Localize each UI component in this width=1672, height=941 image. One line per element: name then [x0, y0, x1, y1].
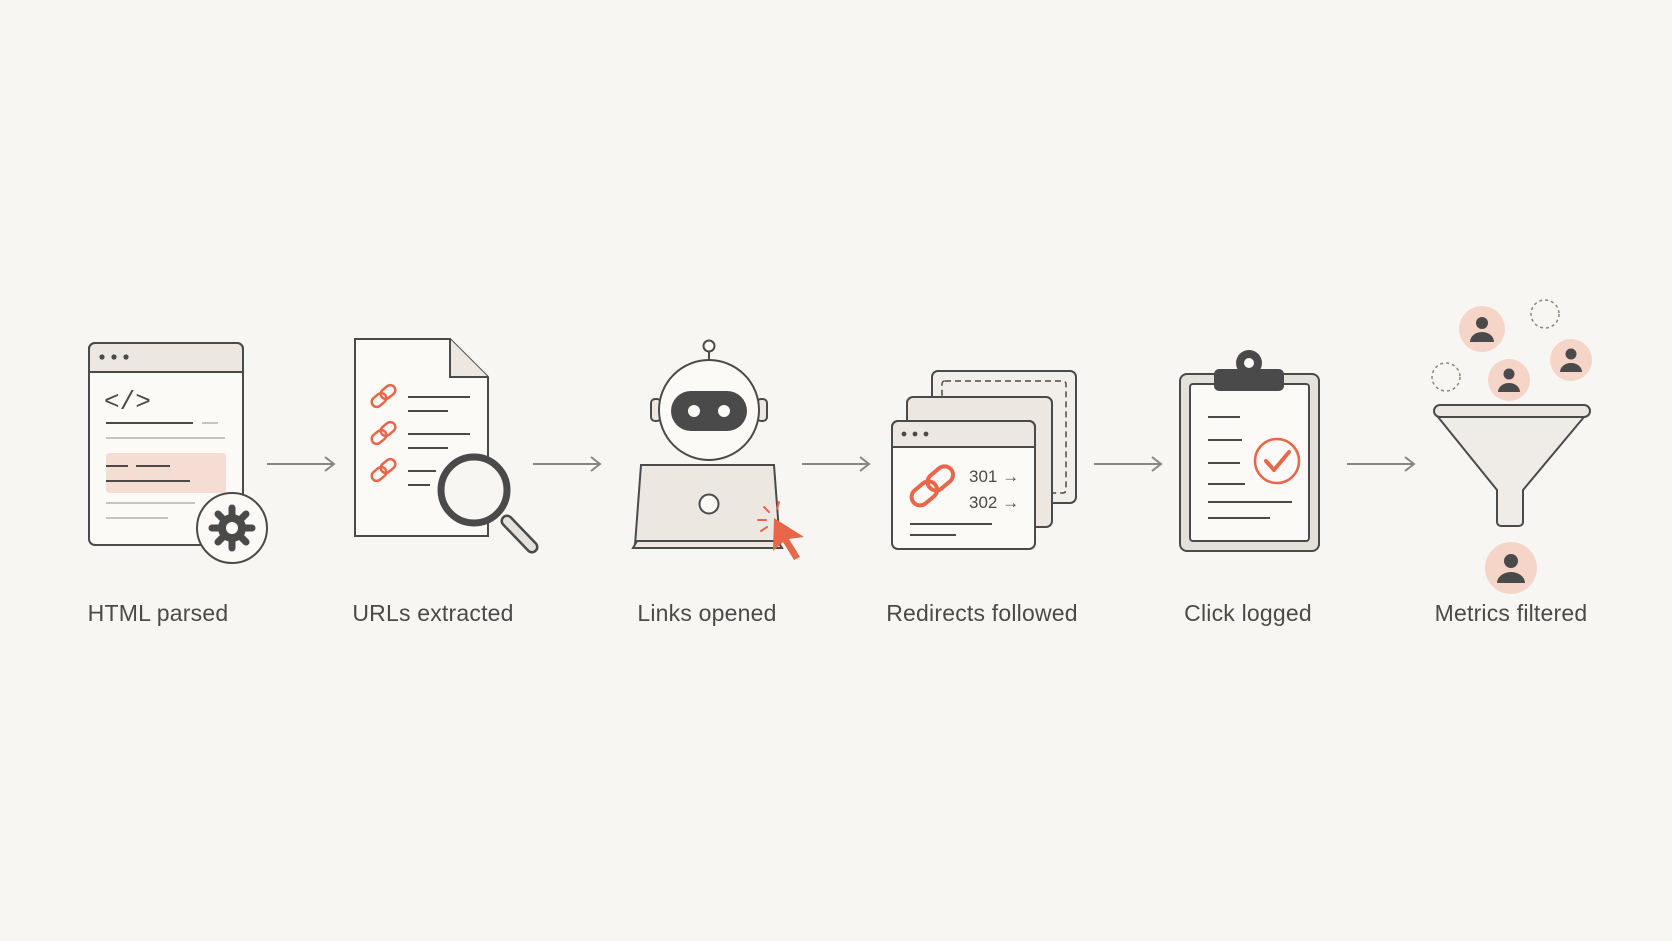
filtered-out-user	[1431, 362, 1461, 392]
step-label-redirects-followed: Redirects followed	[886, 600, 1078, 626]
flow-arrow	[533, 456, 602, 472]
robot-laptop-click-icon	[631, 339, 804, 560]
filtered-out-user	[1530, 299, 1560, 329]
flow-arrow	[1094, 456, 1163, 472]
flow-arrow	[802, 456, 871, 472]
step-label-urls-extracted: URLs extracted	[352, 600, 514, 626]
step-label-html-parsed: HTML parsed	[87, 600, 229, 626]
funnel-icon	[1433, 404, 1591, 527]
stacked-windows-redirect-icon: 301 → 302 →	[891, 370, 1077, 550]
magnifier-icon	[437, 453, 539, 554]
redirect-code-301: 301 →	[969, 467, 1019, 486]
step-label-metrics-filtered: Metrics filtered	[1434, 600, 1588, 626]
check-icon	[1253, 437, 1301, 485]
user-icon	[1459, 306, 1505, 352]
link-icon	[370, 457, 397, 483]
document-magnifier-icon	[354, 338, 539, 554]
link-icon	[370, 420, 397, 446]
flow-arrow	[1347, 456, 1416, 472]
funnel-users-icon	[1431, 299, 1592, 594]
laptop-icon	[631, 464, 784, 549]
user-icon	[1488, 359, 1530, 401]
link-icon	[909, 464, 956, 508]
user-icon	[1485, 542, 1537, 594]
clipboard-check-icon	[1179, 350, 1320, 552]
robot-icon	[650, 339, 768, 461]
link-icon	[370, 383, 397, 409]
cursor-click-icon	[757, 501, 804, 560]
step-label-links-opened: Links opened	[637, 600, 777, 626]
browser-window: 301 → 302 →	[891, 420, 1036, 550]
step-label-click-logged: Click logged	[1184, 600, 1312, 626]
html-code-gear-icon: </>	[88, 342, 268, 564]
flow-arrow	[267, 456, 336, 472]
code-glyph: </>	[104, 387, 151, 417]
user-icon	[1550, 339, 1592, 381]
redirect-code-302: 302 →	[969, 493, 1019, 512]
gear-icon	[208, 504, 256, 552]
